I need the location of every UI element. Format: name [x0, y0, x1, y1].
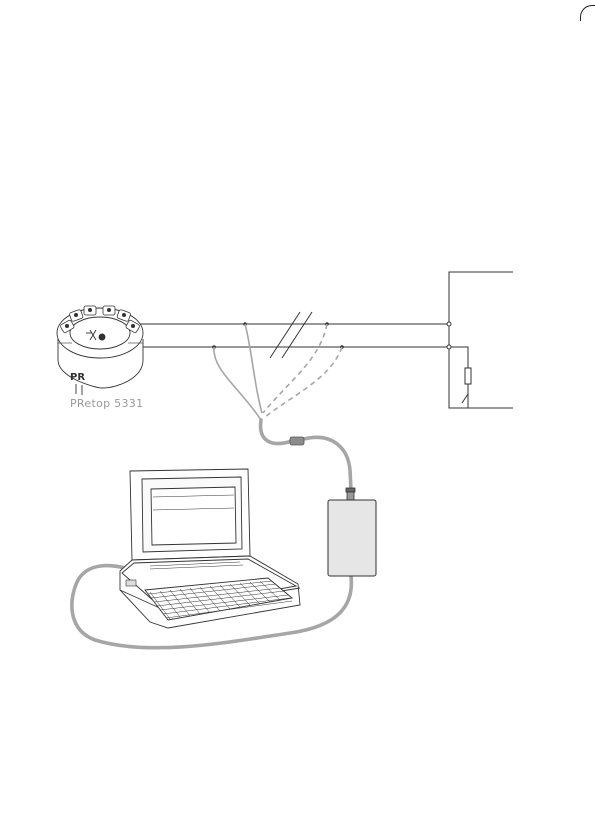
test-leads-dashed: [263, 324, 342, 418]
loop-link-adapter-icon: [328, 488, 376, 576]
cable-break-marks: [270, 312, 312, 358]
device-label: PRetop 5331: [70, 397, 143, 410]
cable-ferrite: [290, 437, 304, 445]
test-leads: [214, 324, 262, 420]
laptop-icon: [120, 469, 300, 628]
loop-wires: [136, 324, 468, 408]
resistor-icon: [465, 368, 471, 384]
power-supply-box: [449, 272, 513, 408]
brand-mark: PR: [70, 372, 85, 383]
